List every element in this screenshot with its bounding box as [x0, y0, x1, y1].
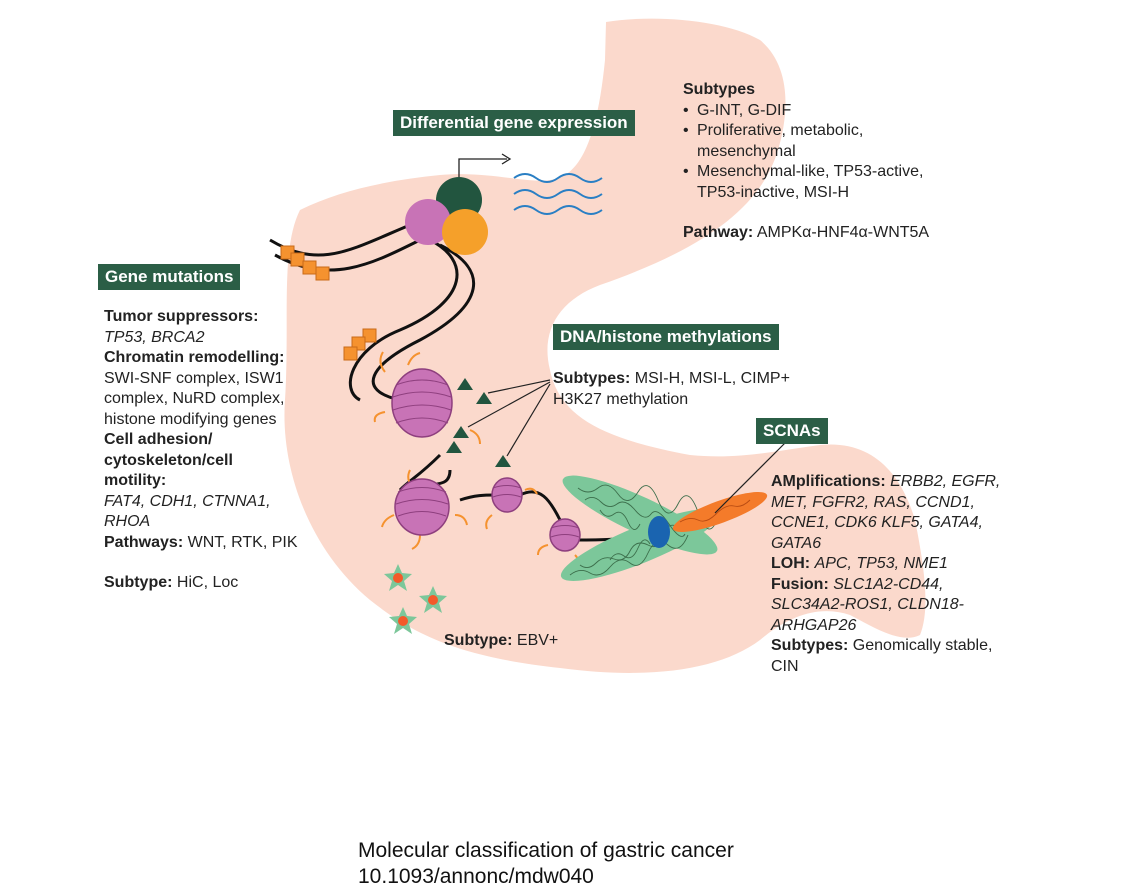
label-scnas: SCNAs — [756, 418, 828, 444]
centromere — [648, 516, 670, 548]
chromatin-label: Chromatin remodelling: — [104, 349, 285, 366]
loh-label: LOH: — [771, 555, 811, 572]
methylation-subtypes-value: MSI-H, MSI-L, CIMP+ — [634, 370, 790, 387]
amplifications-label: AMplifications: — [771, 473, 886, 490]
nucleosome-right — [549, 518, 581, 552]
nucleosome-middle — [394, 478, 450, 536]
mutation-squares — [280, 245, 377, 361]
expression-subtype-item: G-INT, G-DIF — [683, 101, 973, 122]
ebv-virus-particles — [384, 564, 447, 634]
expression-subtypes-title: Subtypes — [683, 81, 756, 98]
methylation-pointers — [467, 379, 551, 457]
expression-pathway: Pathway: AMPKα-HNF4α-WNT5A — [683, 223, 973, 244]
scna-info: AMplifications: ERBB2, EGFR, MET, FGFR2,… — [771, 472, 1007, 677]
chromatin-value: SWI-SNF complex, ISW1 complex, NuRD comp… — [104, 369, 285, 428]
scna-subtypes-value: Genomically stable, CIN — [771, 637, 993, 675]
scna-subtypes: Subtypes: Genomically stable, CIN — [771, 636, 1007, 677]
fusion-value: SLC1A2-CD44, SLC34A2-ROS1, CLDN18-ARHGAP… — [771, 575, 964, 634]
ebv-subtype-label: Subtype: — [444, 632, 513, 649]
nucleosome-small — [491, 477, 523, 513]
pathway-value: AMPKα-HNF4α-WNT5A — [756, 224, 930, 241]
label-differential-gene-expression: Differential gene expression — [393, 110, 635, 136]
ebv-subtype: Subtype: EBV+ — [444, 631, 558, 652]
expression-info: Subtypes G-INT, G-DIF Proliferative, met… — [683, 80, 973, 244]
complex-orange — [442, 209, 488, 255]
methylation-subtypes: Subtypes: MSI-H, MSI-L, CIMP+ — [553, 369, 853, 390]
expression-subtypes-list: G-INT, G-DIF Proliferative, metabolic, m… — [683, 101, 973, 204]
amplifications: AMplifications: ERBB2, EGFR, MET, FGFR2,… — [771, 472, 1007, 554]
fusion: Fusion: SLC1A2-CD44, SLC34A2-ROS1, CLDN1… — [771, 575, 1007, 637]
mutation-subtype-value: HiC, Loc — [176, 574, 239, 591]
transcription-arrow — [458, 158, 507, 185]
chromosome — [560, 475, 768, 581]
pathways-value: WNT, RTK, PIK — [187, 533, 298, 551]
caption-doi: 10.1093/annonc/mdw040 — [358, 865, 594, 888]
methylation-extra: H3K27 methylation — [553, 390, 689, 408]
complex-pink — [405, 199, 451, 245]
label-dna-histone-methylations: DNA/histone methylations — [553, 324, 779, 350]
ebv-subtype-value: EBV+ — [516, 632, 559, 649]
amplifications-value: ERBB2, EGFR, MET, FGFR2, RAS, CCND1, CCN… — [771, 473, 1001, 552]
caption-title: Molecular classification of gastric canc… — [358, 839, 734, 862]
loh: LOH: APC, TP53, NME1 — [771, 554, 1007, 575]
mutation-subtype-label: Subtype: — [104, 574, 173, 591]
methylation-triangles — [446, 378, 511, 467]
tumor-suppressors-value: TP53, BRCA2 — [104, 328, 205, 346]
tumor-suppressors-label: Tumor suppressors: — [104, 308, 259, 325]
mrna-waves — [513, 173, 603, 215]
fusion-label: Fusion: — [771, 575, 829, 593]
adhesion-value: FAT4, CDH1, CTNNA1, RHOA — [104, 492, 271, 531]
figure-caption: Molecular classification of gastric canc… — [358, 838, 734, 890]
mutation-subtype: Subtype: HiC, Loc — [104, 573, 319, 594]
scna-pointer — [714, 442, 786, 514]
expression-subtype-item: Proliferative, metabolic, mesenchymal — [683, 121, 917, 162]
pathways-label: Pathways: — [104, 533, 184, 551]
methylation-subtypes-label: Subtypes: — [553, 370, 631, 387]
expression-subtype-item: Mesenchymal-like, TP53-active, TP53-inac… — [683, 162, 957, 203]
methylation-info: Subtypes: MSI-H, MSI-L, CIMP+ H3K27 meth… — [553, 369, 853, 410]
loh-value: APC, TP53, NME1 — [814, 555, 948, 572]
adhesion-label: Cell adhesion/ cytoskeleton/cell motilit… — [104, 431, 233, 489]
pathway-label: Pathway: — [683, 224, 754, 241]
scna-subtypes-label: Subtypes: — [771, 637, 849, 654]
mutations-info: Tumor suppressors: TP53, BRCA2 Chromatin… — [104, 307, 319, 594]
nucleosome-large — [391, 368, 453, 438]
mutation-pathways: Pathways: WNT, RTK, PIK — [104, 533, 319, 554]
label-gene-mutations: Gene mutations — [98, 264, 241, 290]
